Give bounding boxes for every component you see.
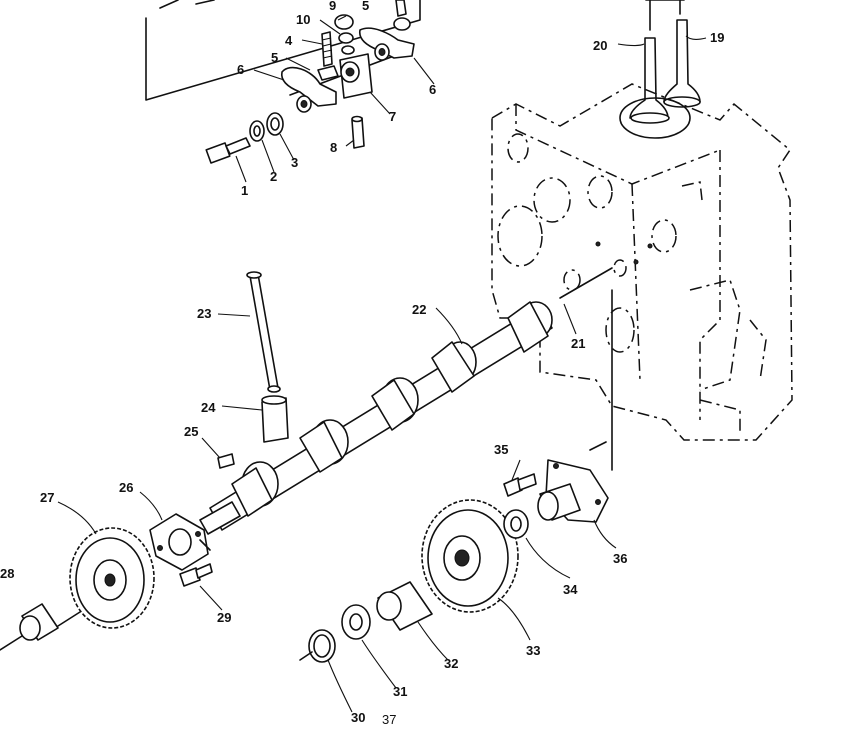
callout-6b: 6 (429, 82, 436, 97)
callout-6a: 6 (237, 62, 244, 77)
callout-9: 9 (329, 0, 336, 13)
callout-7: 7 (389, 109, 396, 124)
callout-10: 10 (296, 12, 310, 27)
washer-part-31 (341, 604, 371, 640)
thrust-plate-part-26 (149, 513, 209, 571)
callout-labels: 1 2 3 4 5 5 6 6 7 8 9 10 19 20 21 22 23 … (0, 0, 724, 727)
pump-part-36 (537, 459, 609, 523)
cam-lobes (231, 301, 553, 517)
rocker-arm-part-6-right (358, 27, 415, 61)
callout-4: 4 (285, 33, 293, 48)
rocker-arm-part-6-left (280, 66, 337, 113)
callout-28: 28 (0, 566, 14, 581)
callout-30: 30 (351, 710, 365, 725)
stud-part-4 (321, 31, 333, 67)
valve-part-20 (629, 37, 669, 119)
washer-part-10 (338, 32, 354, 44)
callout-36: 36 (613, 551, 627, 566)
gear-part-27 (69, 527, 155, 629)
tappet-part-24 (261, 395, 289, 443)
callout-31: 31 (393, 684, 407, 699)
callout-22: 22 (412, 302, 426, 317)
callout-34: 34 (563, 582, 578, 597)
callout-19: 19 (710, 30, 724, 45)
callout-1: 1 (241, 183, 248, 198)
washer-part-34 (503, 509, 529, 539)
callout-27: 27 (40, 490, 54, 505)
key-part-25 (217, 453, 235, 469)
callout-25: 25 (184, 424, 198, 439)
leader-lines (57, 15, 707, 713)
callout-5b: 5 (362, 0, 369, 13)
callout-20: 20 (593, 38, 607, 53)
nut-part-5 (317, 65, 339, 81)
bolt-part-1 (205, 137, 251, 164)
gear-part-33 (421, 499, 519, 613)
nut-part-9 (334, 14, 354, 30)
bolt-part-35 (503, 473, 537, 497)
page-number: 37 (382, 712, 396, 727)
pin-part-8 (351, 117, 365, 149)
callout-33: 33 (526, 643, 540, 658)
callout-2: 2 (270, 169, 277, 184)
camshaft-part-22 (199, 301, 553, 535)
callout-23: 23 (197, 306, 211, 321)
callout-32: 32 (444, 656, 458, 671)
callout-8: 8 (330, 140, 337, 155)
callout-24: 24 (201, 400, 216, 415)
bolt-part-29 (179, 563, 213, 587)
callout-35: 35 (494, 442, 508, 457)
rocker-assembly (145, 0, 421, 164)
callout-3: 3 (291, 155, 298, 170)
callout-5a: 5 (271, 50, 278, 65)
snap-ring-part-30 (308, 629, 336, 663)
valves (619, 0, 701, 139)
pushrod-part-23 (246, 271, 281, 393)
callout-29: 29 (217, 610, 231, 625)
valve-part-19 (663, 19, 701, 103)
engine-block (491, 83, 793, 441)
bushing-part-32 (376, 581, 433, 631)
callout-21: 21 (571, 336, 585, 351)
callout-26: 26 (119, 480, 133, 495)
bracket-part-7 (339, 53, 373, 99)
bushing-part-28 (0, 603, 81, 651)
